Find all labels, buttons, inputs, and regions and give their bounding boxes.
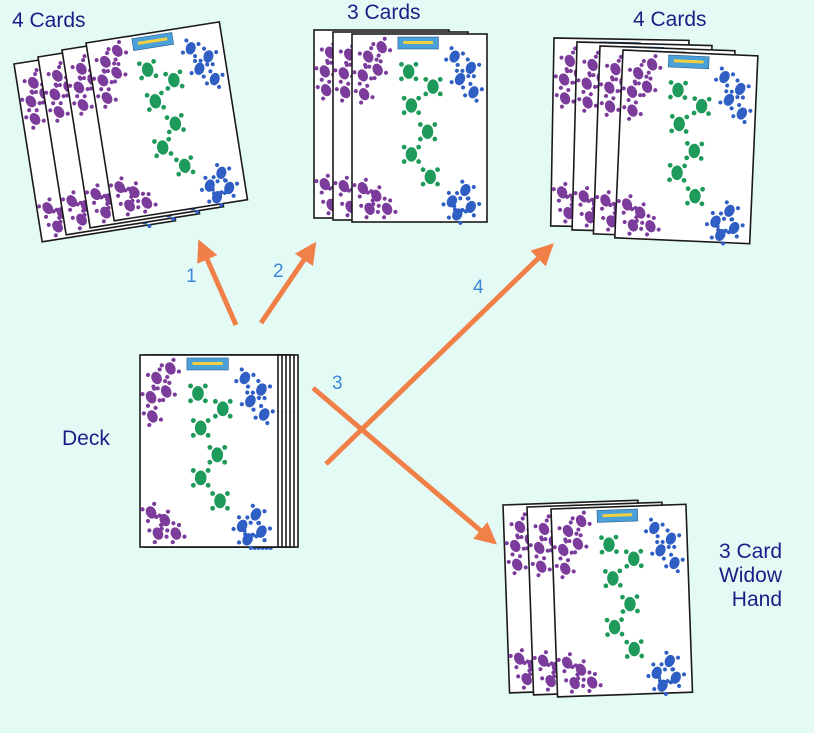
pile-2-label: 3 Cards — [347, 1, 421, 24]
deck — [139, 354, 299, 550]
pile-2 — [313, 29, 488, 225]
arrow-3 — [311, 386, 498, 545]
widow-label-line-2: Widow — [718, 564, 782, 588]
pile-1 — [13, 20, 249, 243]
deck-card — [139, 354, 279, 550]
step-1-label: 1 — [186, 266, 197, 287]
step-3-label: 3 — [332, 373, 343, 394]
step-4-label: 4 — [473, 277, 484, 298]
pile-1-label: 4 Cards — [12, 9, 86, 32]
pile-1-card — [85, 20, 249, 222]
pile-2-card — [351, 33, 488, 225]
pile-3 — [549, 37, 759, 246]
widow-label-line-3: Hand — [731, 588, 782, 612]
pile-3-card — [613, 49, 759, 246]
step-2-label: 2 — [273, 261, 284, 282]
widow-hand-card — [550, 503, 694, 698]
widow-label-line-1: 3 Card — [718, 540, 782, 563]
widow-hand-label: 3 Card Widow Hand — [690, 540, 782, 612]
widow-hand — [502, 499, 694, 698]
deck-label: Deck — [62, 427, 110, 450]
arrow-1 — [197, 239, 239, 327]
pile-3-label: 4 Cards — [633, 8, 707, 31]
arrow-2 — [258, 241, 317, 325]
arrow-4 — [324, 243, 554, 466]
